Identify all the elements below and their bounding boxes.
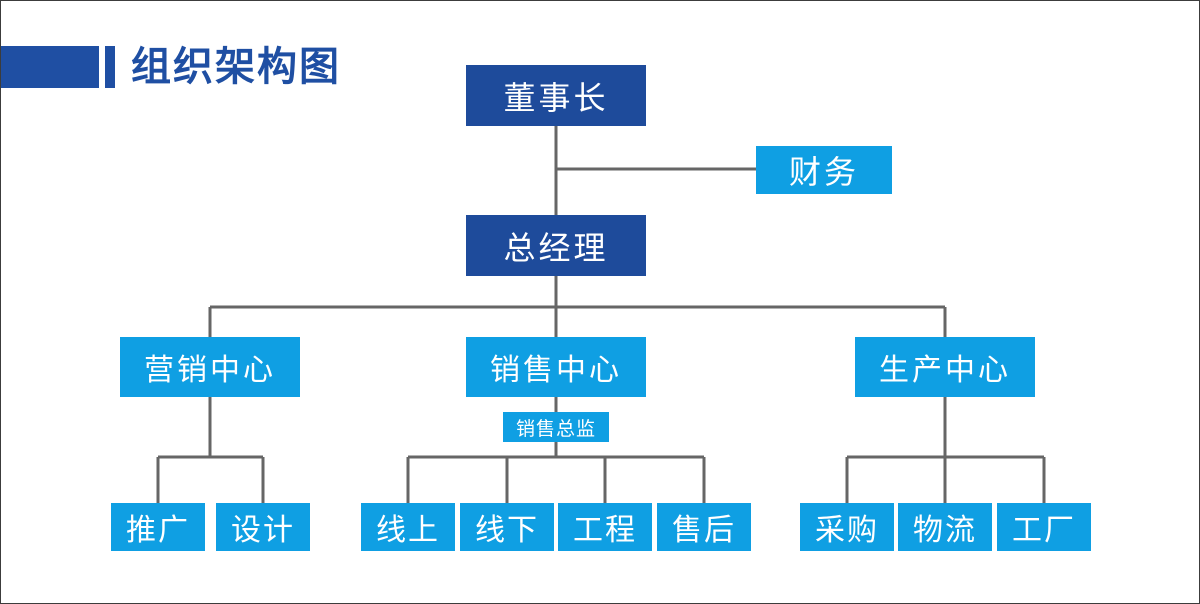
chairman-box: 董事长	[466, 65, 646, 126]
offline-box: 线下	[460, 503, 554, 551]
general-manager-box: 总经理	[466, 215, 646, 276]
sales-center-box: 销售中心	[466, 337, 646, 397]
online-box: 线上	[361, 503, 455, 551]
purchasing-box: 采购	[800, 503, 894, 551]
sales-director-box: 销售总监	[503, 412, 609, 442]
marketing-center-box: 营销中心	[120, 337, 300, 397]
finance-box: 财务	[756, 146, 892, 194]
page-title: 组织架构图	[131, 43, 341, 90]
engineering-box: 工程	[558, 503, 652, 551]
promotion-box: 推广	[111, 503, 205, 551]
aftersales-box: 售后	[657, 503, 751, 551]
logistics-box: 物流	[898, 503, 992, 551]
title-accent-marker	[105, 46, 115, 88]
design-box: 设计	[216, 503, 310, 551]
factory-box: 工厂	[997, 503, 1091, 551]
production-center-box: 生产中心	[855, 337, 1035, 397]
title-accent-bar	[1, 46, 99, 88]
